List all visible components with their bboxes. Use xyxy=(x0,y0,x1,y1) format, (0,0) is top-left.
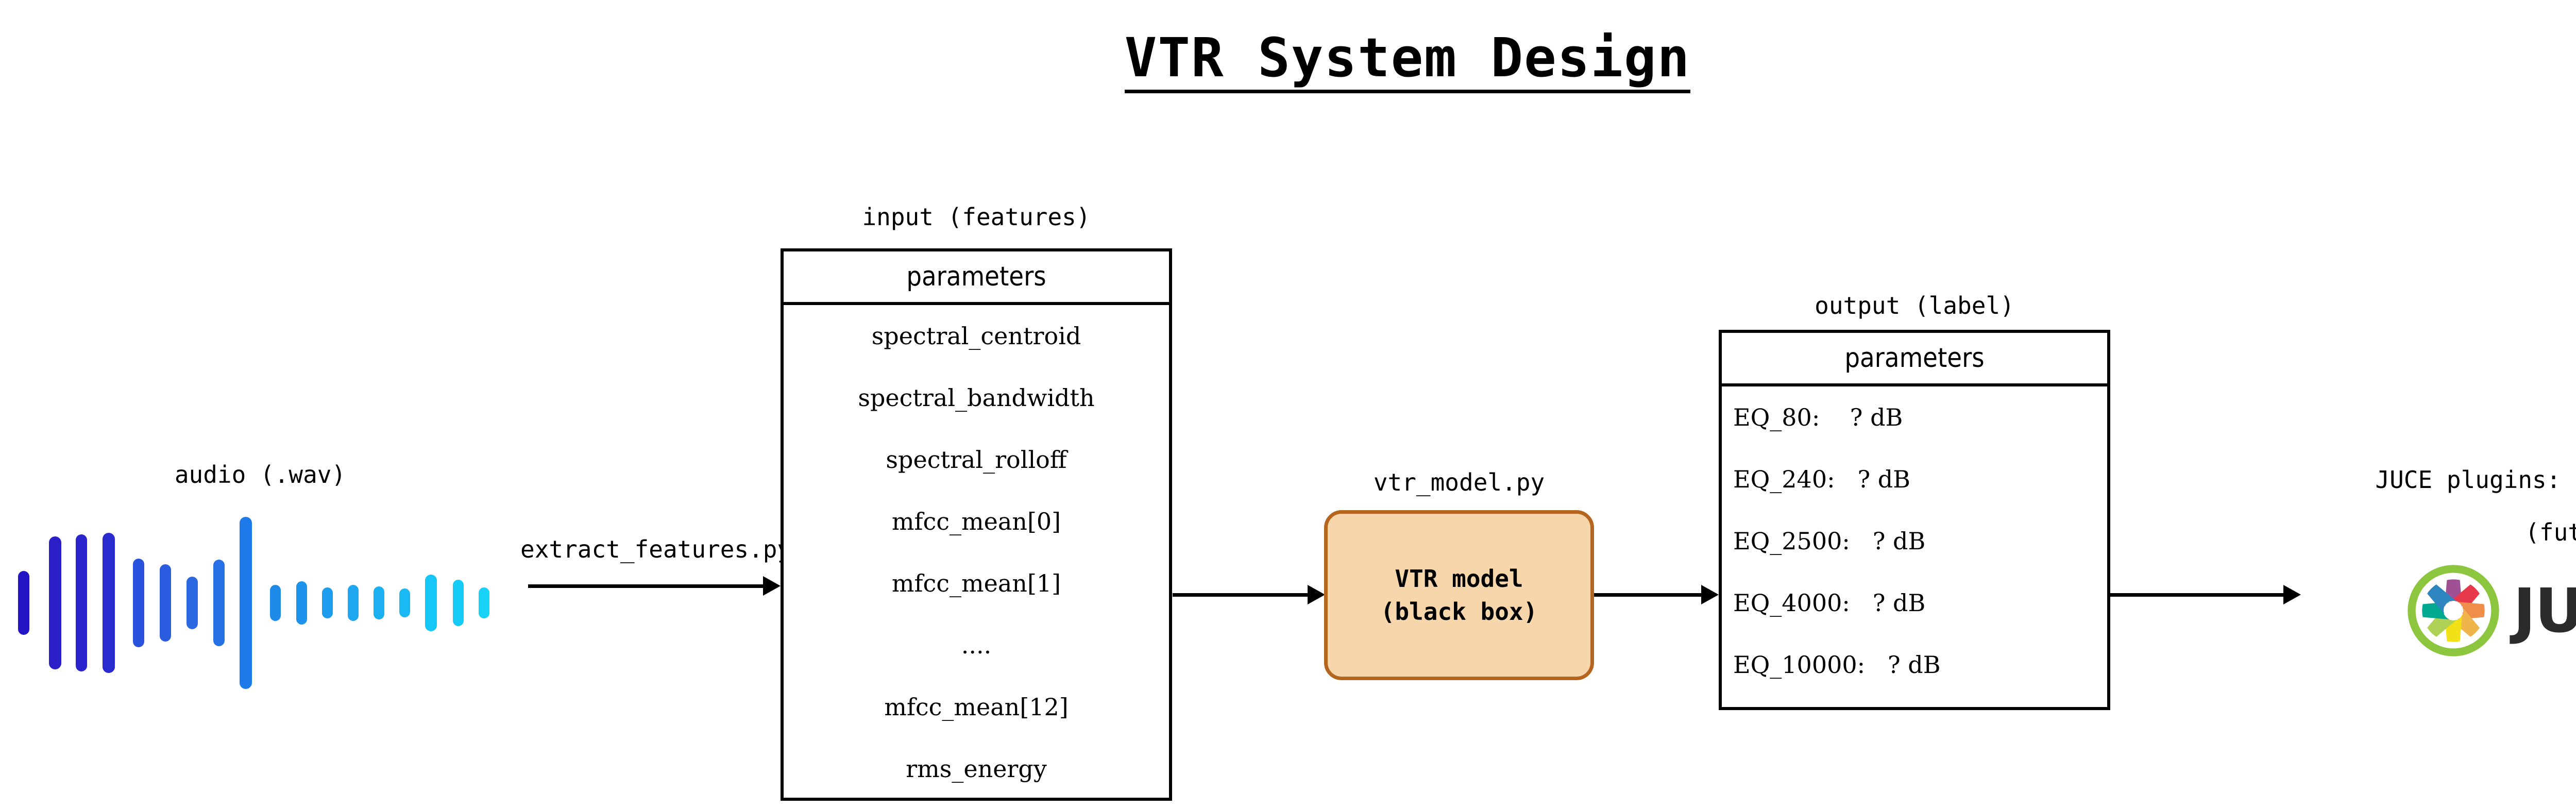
table-row: .... xyxy=(961,631,992,659)
input-table-header: parameters xyxy=(784,251,1169,305)
waveform-bar xyxy=(160,564,171,642)
juce-wordmark: JUCE xyxy=(2513,575,2576,646)
juce-caption-line2: (future) xyxy=(2525,518,2576,546)
vtr-model-box[interactable]: VTR model (black box) xyxy=(1324,510,1594,680)
table-row: spectral_rolloff xyxy=(886,446,1067,474)
waveform-bar xyxy=(479,587,489,619)
audio-source-caption: audio (.wav) xyxy=(174,461,346,489)
waveform-bar xyxy=(76,534,87,671)
table-row: EQ_10000: ? dB xyxy=(1733,651,1941,679)
waveform-bar xyxy=(213,559,225,647)
juce-logo: JUCE xyxy=(2407,562,2576,660)
waveform-bar xyxy=(18,570,29,635)
output-table-caption: output (label) xyxy=(1815,292,2014,319)
waveform-bar xyxy=(425,574,437,632)
vtr-model-file-label: vtr_model.py xyxy=(1373,468,1545,496)
arrow-model-to-output xyxy=(1594,585,1719,605)
juce-citrus-logo-icon xyxy=(2408,565,2499,656)
arrow-input-to-model xyxy=(1173,585,1325,605)
waveform-bar xyxy=(348,585,359,621)
waveform-bar xyxy=(296,581,307,625)
output-table-rows: EQ_80: ? dB EQ_240: ? dB EQ_2500: ? dB E… xyxy=(1722,386,2107,710)
waveform-bar xyxy=(374,586,384,619)
vtr-model-line2: (black box) xyxy=(1380,598,1538,626)
page-title: VTR System Design xyxy=(0,31,2576,93)
table-row: mfcc_mean[12] xyxy=(884,693,1069,721)
waveform-bar xyxy=(49,536,61,670)
table-row: rms_energy xyxy=(906,755,1047,783)
table-row: EQ_2500: ? dB xyxy=(1733,527,1926,555)
table-row: EQ_4000: ? dB xyxy=(1733,589,1926,617)
table-row: spectral_centroid xyxy=(871,322,1081,350)
table-row: EQ_240: ? dB xyxy=(1733,465,1910,493)
waveform-bar xyxy=(133,559,144,647)
waveform-bar xyxy=(270,585,281,621)
page-title-text: VTR System Design xyxy=(1124,31,1691,93)
input-table-rows: spectral_centroid spectral_bandwidth spe… xyxy=(784,305,1169,801)
output-table-header: parameters xyxy=(1722,333,2107,386)
waveform-bar xyxy=(322,587,333,619)
audio-waveform-icon xyxy=(18,517,520,689)
table-row: mfcc_mean[0] xyxy=(891,508,1061,535)
waveform-bar xyxy=(399,588,410,617)
arrow-audio-to-input xyxy=(528,576,781,597)
arrow-output-to-juce xyxy=(2110,585,2301,605)
table-row: EQ_80: ? dB xyxy=(1733,403,1903,431)
vtr-model-line1: VTR model xyxy=(1395,564,1523,593)
input-table-caption: input (features) xyxy=(862,203,1091,231)
output-label-table: parameters EQ_80: ? dB EQ_240: ? dB EQ_2… xyxy=(1719,330,2110,710)
table-row: spectral_bandwidth xyxy=(858,384,1095,412)
juce-caption-line1: JUCE plugins: processed audio xyxy=(2375,466,2576,494)
waveform-bar xyxy=(240,517,252,689)
table-row: mfcc_mean[1] xyxy=(891,569,1061,597)
input-features-table: parameters spectral_centroid spectral_ba… xyxy=(781,248,1172,801)
waveform-bar xyxy=(453,580,464,626)
extract-features-label: extract_features.py xyxy=(520,535,792,563)
waveform-bar xyxy=(103,532,115,674)
waveform-bar xyxy=(187,577,198,629)
